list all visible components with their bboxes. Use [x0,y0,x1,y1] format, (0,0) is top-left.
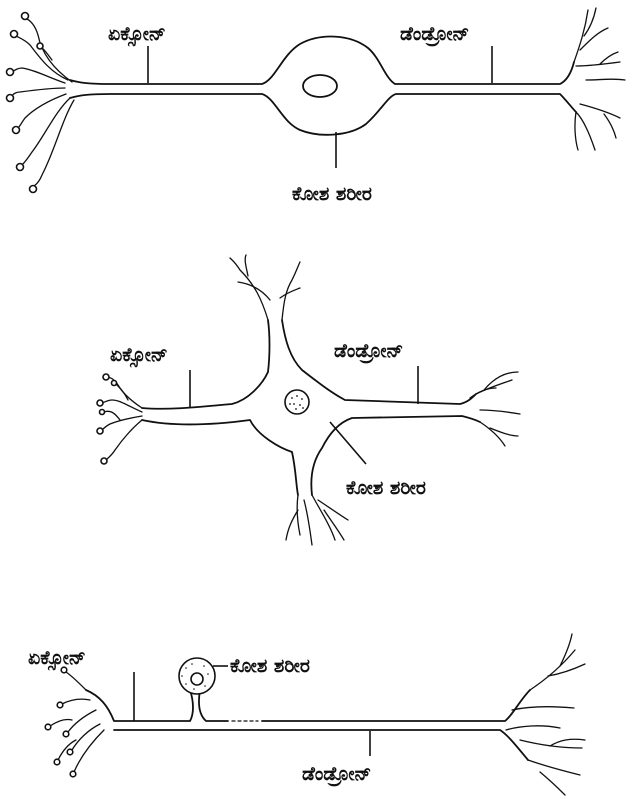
unipolar-neuron-diagram: ಏಕ್ಸೋನ್ ಕೋಶ ಶರೀರ ಡೆಂಡ್ರೋನ್ [28,634,585,795]
axon-terminals-2 [97,374,142,464]
unipolar-neuron-outline [86,690,530,760]
cell-body-leader-2 [330,422,366,464]
dendrite-top-branches [230,255,300,320]
dendron-label-3: ಡೆಂಡ್ರೋನ್ [302,763,371,787]
bipolar-neuron-diagram: ಏಕ್ಸೋನ್ ಡೆಂಡ್ರೋನ್ ಕೋಶ ಶರೀರ [7,8,626,205]
nucleus-1 [303,75,337,97]
dendron-label-2: ಡೆಂಡ್ರೋನ್ [334,340,403,364]
nucleus-2 [285,390,309,414]
dendrite-right-branches [470,372,520,446]
axon-label-3: ಏಕ್ಸೋನ್ [28,647,86,671]
nucleus-3 [191,673,203,685]
axon-terminals-3 [45,667,104,777]
axon-terminal-branches [7,13,75,193]
cell-body-label-2: ಕೋಶ ಶರೀರ [346,477,426,499]
axon-label-1: ಏಕ್ಸೋನ್ [108,23,166,47]
cell-body-label-1: ಕೋಶ ಶರೀರ [292,183,372,205]
dendron-label-1: ಡೆಂಡ್ರೋನ್ [400,23,469,47]
dendrite-terminals-3 [506,634,585,795]
multipolar-neuron-diagram: ಏಕ್ಸೋನ್ ಡೆಂಡ್ರೋನ್ ಕೋಶ ಶರೀರ [97,255,520,545]
cell-body-label-3: ಕೋಶ ಶರೀರ [230,655,310,677]
bipolar-neuron-outline [70,37,576,135]
dendrite-branches-right [574,8,625,150]
multipolar-neuron-outline [142,320,480,495]
dendrite-bottom-branches [286,495,348,545]
axon-label-2: ಏಕ್ಸೋನ್ [110,344,168,368]
